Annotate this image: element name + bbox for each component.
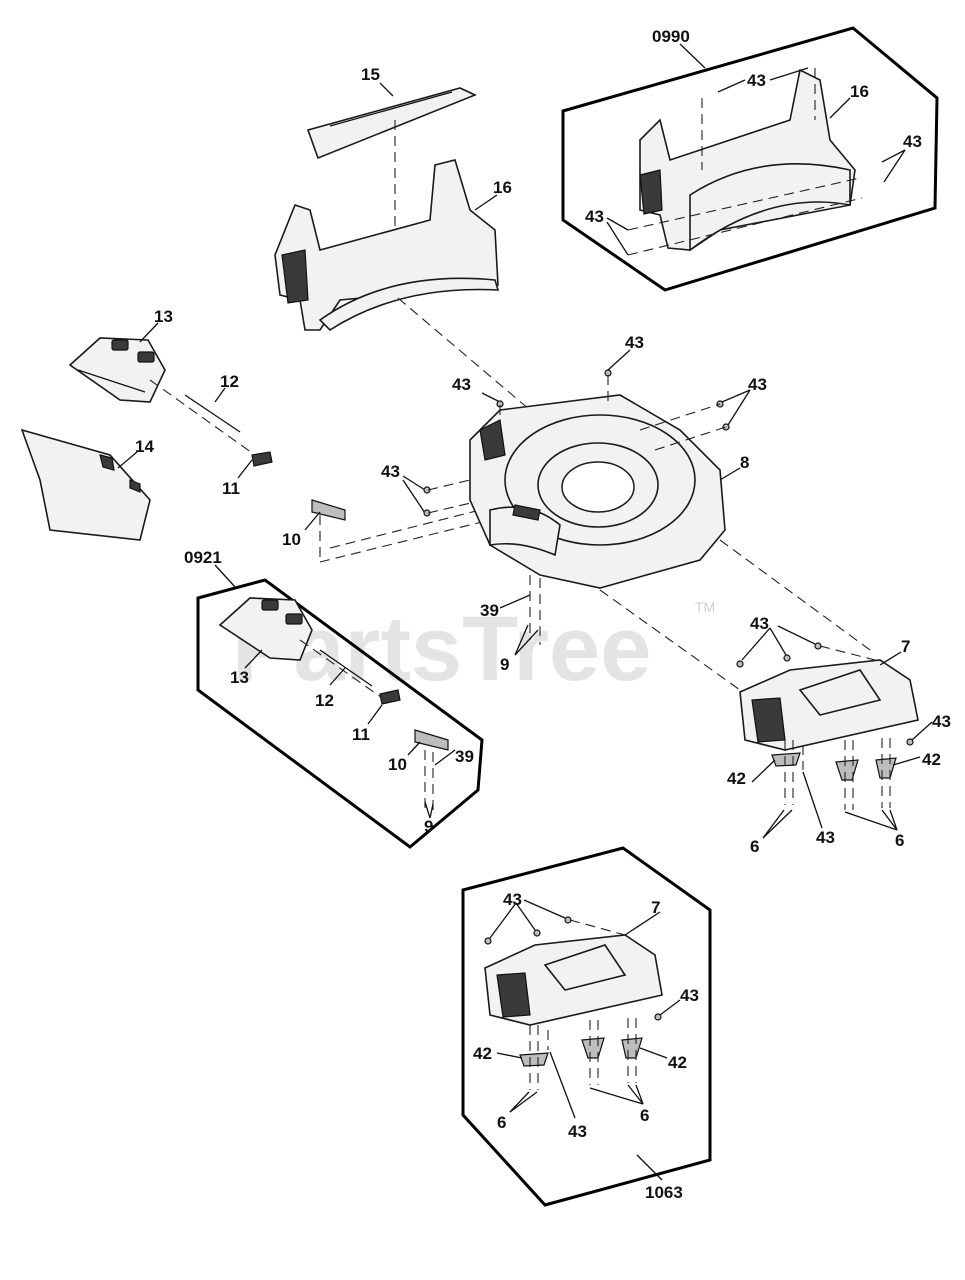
part-14-side-discharge-chute — [20, 428, 151, 541]
callout-43-skirt-top[interactable]: 43 — [750, 614, 769, 633]
watermark-trademark: TM — [695, 599, 715, 615]
callout-6-kit-left[interactable]: 6 — [497, 1113, 506, 1132]
part-7-rear-skirt — [739, 659, 919, 751]
callout-42-skirt-left[interactable]: 42 — [727, 769, 746, 788]
callout-9-kit[interactable]: 9 — [424, 817, 433, 836]
part-13-door — [68, 337, 166, 403]
callout-6-skirt-right[interactable]: 6 — [895, 831, 904, 850]
part-10-bracket — [311, 499, 346, 521]
callout-43-deck-right[interactable]: 43 — [748, 375, 767, 394]
callout-42-skirt-right[interactable]: 42 — [922, 750, 941, 769]
callout-6-kit-right[interactable]: 6 — [640, 1106, 649, 1125]
rear-baffle-kit-part — [639, 68, 856, 252]
part-16-rear-baffle — [274, 159, 500, 332]
callout-43-deck-top[interactable]: 43 — [625, 333, 644, 352]
callout-43-deck-left-top[interactable]: 43 — [452, 375, 471, 394]
callout-11[interactable]: 11 — [222, 479, 240, 498]
callout-10[interactable]: 10 — [282, 530, 301, 549]
callout-16[interactable]: 16 — [493, 178, 512, 197]
callout-16-kit[interactable]: 16 — [850, 82, 869, 101]
callout-13[interactable]: 13 — [154, 307, 173, 326]
kit-0921-door — [218, 597, 313, 661]
callout-14[interactable]: 14 — [135, 437, 154, 456]
callout-1063[interactable]: 1063 — [645, 1183, 683, 1202]
kit-1063-rear-skirt — [484, 934, 663, 1026]
callout-13-kit[interactable]: 13 — [230, 668, 249, 687]
kit-1063-box: 1063 7 43 43 42 42 43 — [461, 846, 712, 1207]
part-15-cover — [306, 87, 478, 160]
callout-42-kit-left[interactable]: 42 — [473, 1044, 492, 1063]
callout-43-kit0990-left[interactable]: 43 — [585, 207, 604, 226]
callout-8[interactable]: 8 — [740, 453, 749, 472]
kit-0921-box: 0921 13 12 11 10 39 9 — [184, 548, 484, 849]
callout-39[interactable]: 39 — [480, 601, 499, 620]
callout-43-kit1063-bottom[interactable]: 43 — [568, 1122, 587, 1141]
part-8-deck — [469, 394, 726, 589]
callout-15[interactable]: 15 — [361, 65, 380, 84]
callout-12[interactable]: 12 — [220, 372, 239, 391]
callout-10-kit[interactable]: 10 — [388, 755, 407, 774]
callout-39-kit[interactable]: 39 — [455, 747, 474, 766]
callout-43-kit1063-top[interactable]: 43 — [503, 890, 522, 909]
callout-12-kit[interactable]: 12 — [315, 691, 334, 710]
callout-43-kit0990-top[interactable]: 43 — [747, 71, 766, 90]
callout-43-skirt-right[interactable]: 43 — [932, 712, 951, 731]
callout-43-kit1063-right[interactable]: 43 — [680, 986, 699, 1005]
callout-43-deck-left[interactable]: 43 — [381, 462, 400, 481]
part-11-spring — [251, 451, 273, 467]
callout-43-skirt-bottom[interactable]: 43 — [816, 828, 835, 847]
callout-0990[interactable]: 0990 — [652, 27, 690, 46]
callout-0921[interactable]: 0921 — [184, 548, 222, 567]
callout-7-kit[interactable]: 7 — [651, 898, 660, 917]
callout-43-kit0990-right[interactable]: 43 — [903, 132, 922, 151]
callout-11-kit[interactable]: 11 — [352, 725, 370, 744]
callout-7[interactable]: 7 — [901, 637, 910, 656]
kit-0990-box: 0990 43 16 43 43 — [561, 26, 939, 292]
callout-6-skirt-left[interactable]: 6 — [750, 837, 759, 856]
callout-42-kit-right[interactable]: 42 — [668, 1053, 687, 1072]
callout-9[interactable]: 9 — [500, 655, 509, 674]
